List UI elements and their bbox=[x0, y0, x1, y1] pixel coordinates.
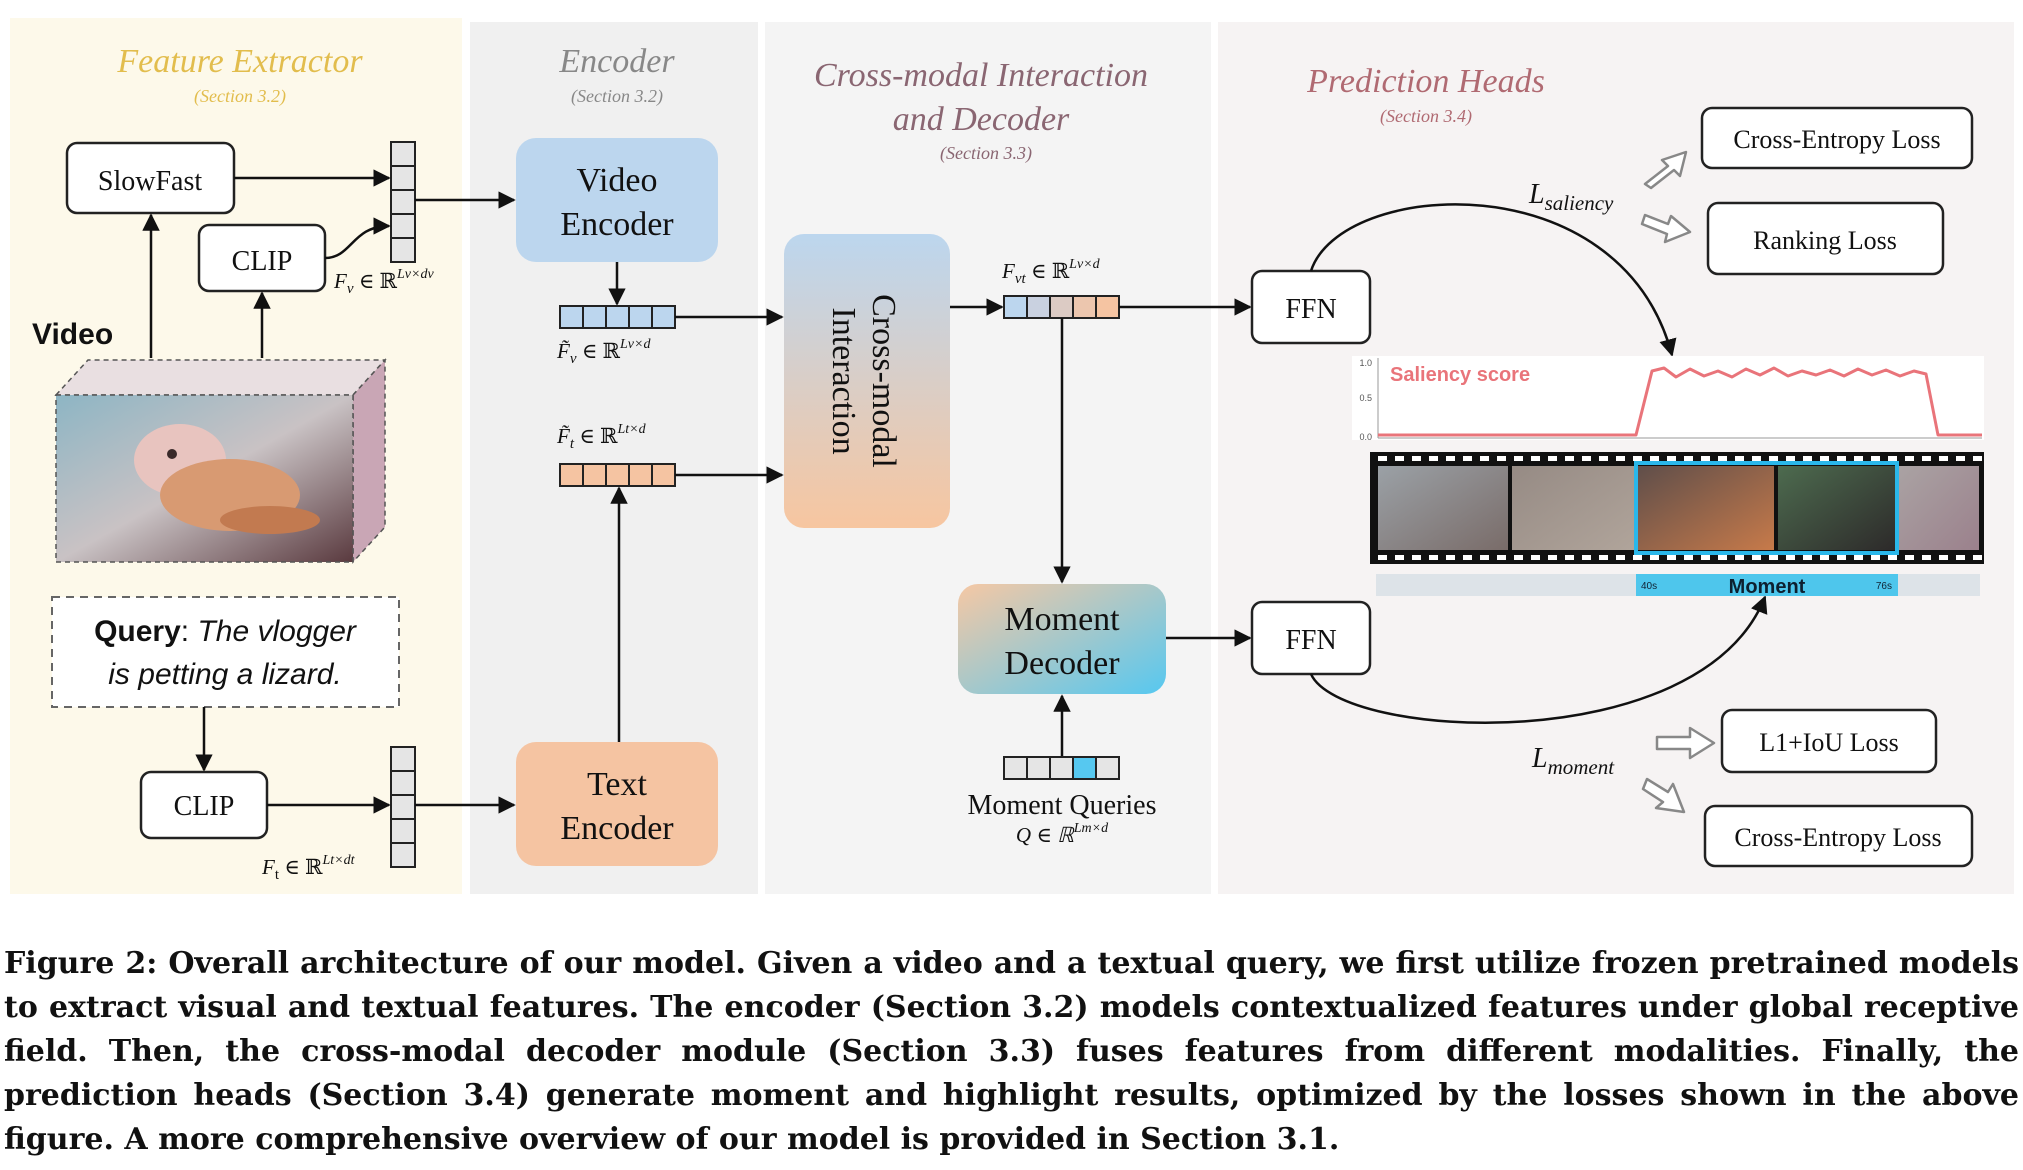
video-encoder-box: Video Encoder bbox=[516, 138, 718, 262]
saliency-title: Saliency score bbox=[1390, 364, 1530, 386]
y-tick-05: 0.5 bbox=[1359, 393, 1372, 403]
ffn-moment-box: FFN bbox=[1250, 600, 1372, 676]
clip-to-fv-arrow bbox=[324, 217, 391, 260]
fv-tilde-label: F̃v ∈ ℝLv×d bbox=[556, 337, 651, 367]
fv-label: Fv ∈ ℝLv×dv bbox=[333, 267, 434, 297]
fv-feature-vector bbox=[390, 141, 416, 263]
fvt-label: Fvt ∈ ℝLv×d bbox=[1001, 257, 1101, 287]
moment-queries-vector bbox=[1003, 756, 1120, 780]
l1-iou-loss-box: L1+IoU Loss bbox=[1720, 708, 1938, 774]
svg-text:Video: Video bbox=[576, 162, 657, 199]
ffn-saliency-box: FFN bbox=[1250, 269, 1372, 345]
svg-text:CLIP: CLIP bbox=[174, 791, 235, 822]
saliency-curve-arrow bbox=[1309, 203, 1677, 357]
svg-text:L1+IoU Loss: L1+IoU Loss bbox=[1759, 728, 1899, 757]
svg-text:Ranking Loss: Ranking Loss bbox=[1753, 226, 1897, 255]
q-label: Q ∈ ℝLm×d bbox=[1016, 821, 1109, 847]
feature-extractor-title: Feature Extractor bbox=[116, 43, 363, 80]
svg-text:Cross-Entropy Loss: Cross-Entropy Loss bbox=[1733, 125, 1940, 154]
cross-entropy-loss-top-box: Cross-Entropy Loss bbox=[1700, 106, 1974, 170]
clip-video-box: CLIP bbox=[197, 223, 327, 293]
film-frame-1 bbox=[1378, 466, 1508, 550]
saliency-hollow-arrows bbox=[1640, 150, 1692, 244]
moment-highlight-frame bbox=[1634, 461, 1899, 555]
film-frame-2 bbox=[1512, 466, 1634, 550]
fv-tilde-vector bbox=[559, 305, 676, 329]
clip-text-box: CLIP bbox=[139, 770, 269, 840]
moment-curve-arrow bbox=[1309, 595, 1768, 724]
svg-text:FFN: FFN bbox=[1285, 625, 1336, 656]
film-frame-5 bbox=[1899, 466, 1979, 550]
moment-bar: 40s 76s Moment bbox=[1376, 574, 1980, 598]
encoder-title: Encoder bbox=[558, 43, 675, 80]
query-box: Query: The vlogger is petting a lizard. bbox=[51, 596, 400, 708]
film-strip bbox=[1370, 452, 1984, 564]
ft-tilde-vector bbox=[559, 463, 676, 487]
fvt-feature-vector bbox=[1003, 295, 1120, 319]
film-frame-3 bbox=[1638, 466, 1774, 550]
l-saliency-label: Lsaliency bbox=[1528, 179, 1614, 215]
ft-label: Ft ∈ ℝLt×dt bbox=[261, 853, 356, 883]
ranking-loss-box: Ranking Loss bbox=[1706, 201, 1945, 276]
moment-end-label: 76s bbox=[1876, 581, 1892, 592]
svg-text:SlowFast: SlowFast bbox=[98, 166, 202, 197]
svg-text:Text: Text bbox=[587, 766, 647, 803]
cross-entropy-loss-bottom-box: Cross-Entropy Loss bbox=[1703, 804, 1974, 868]
video-label: Video bbox=[32, 318, 113, 351]
l-moment-label: Lmoment bbox=[1531, 743, 1615, 779]
cross-modal-ref: (Section 3.3) bbox=[940, 143, 1032, 164]
cross-modal-title-line2: and Decoder bbox=[893, 101, 1070, 138]
svg-text:Encoder: Encoder bbox=[560, 206, 674, 243]
moment-label: Moment bbox=[1729, 576, 1806, 598]
saliency-plot: 1.0 0.5 0.0 Saliency score bbox=[1352, 356, 1984, 442]
svg-text:Moment: Moment bbox=[1004, 601, 1120, 638]
film-frame-4 bbox=[1778, 466, 1895, 550]
moment-decoder-box: Moment Decoder bbox=[958, 584, 1166, 694]
svg-text:Query: The vlogger: Query: The vlogger bbox=[94, 615, 357, 648]
prediction-heads-ref: (Section 3.4) bbox=[1380, 106, 1472, 127]
slowfast-box: SlowFast bbox=[65, 141, 236, 215]
moment-queries-label: Moment Queries bbox=[968, 790, 1157, 821]
y-tick-0: 0.0 bbox=[1359, 432, 1372, 442]
cross-modal-interaction-box: Cross-modal Interaction bbox=[784, 234, 950, 528]
cross-modal-title-line1: Cross-modal Interaction bbox=[814, 57, 1148, 94]
svg-text:FFN: FFN bbox=[1285, 294, 1336, 325]
svg-text:Interaction: Interaction bbox=[825, 307, 862, 454]
ft-feature-vector bbox=[390, 746, 416, 868]
svg-text:CLIP: CLIP bbox=[232, 246, 293, 277]
y-tick-1: 1.0 bbox=[1359, 358, 1372, 368]
svg-text:Cross-modal: Cross-modal bbox=[865, 294, 902, 468]
svg-text:Cross-Entropy Loss: Cross-Entropy Loss bbox=[1734, 823, 1941, 852]
encoder-ref: (Section 3.2) bbox=[571, 86, 663, 107]
moment-start-label: 40s bbox=[1641, 581, 1657, 592]
svg-text:Decoder: Decoder bbox=[1004, 645, 1120, 682]
svg-text:Encoder: Encoder bbox=[560, 810, 674, 847]
prediction-heads-title: Prediction Heads bbox=[1306, 63, 1545, 100]
figure-caption: Figure 2: Overall architecture of our mo… bbox=[4, 946, 2019, 1157]
moment-hollow-arrows bbox=[1641, 726, 1716, 814]
ft-tilde-label: F̃t ∈ ℝLt×d bbox=[556, 422, 647, 452]
feature-extractor-ref: (Section 3.2) bbox=[194, 86, 286, 107]
text-encoder-box: Text Encoder bbox=[516, 742, 718, 866]
svg-text:is petting a lizard.: is petting a lizard. bbox=[108, 658, 341, 691]
video-thumbnail bbox=[54, 358, 387, 564]
